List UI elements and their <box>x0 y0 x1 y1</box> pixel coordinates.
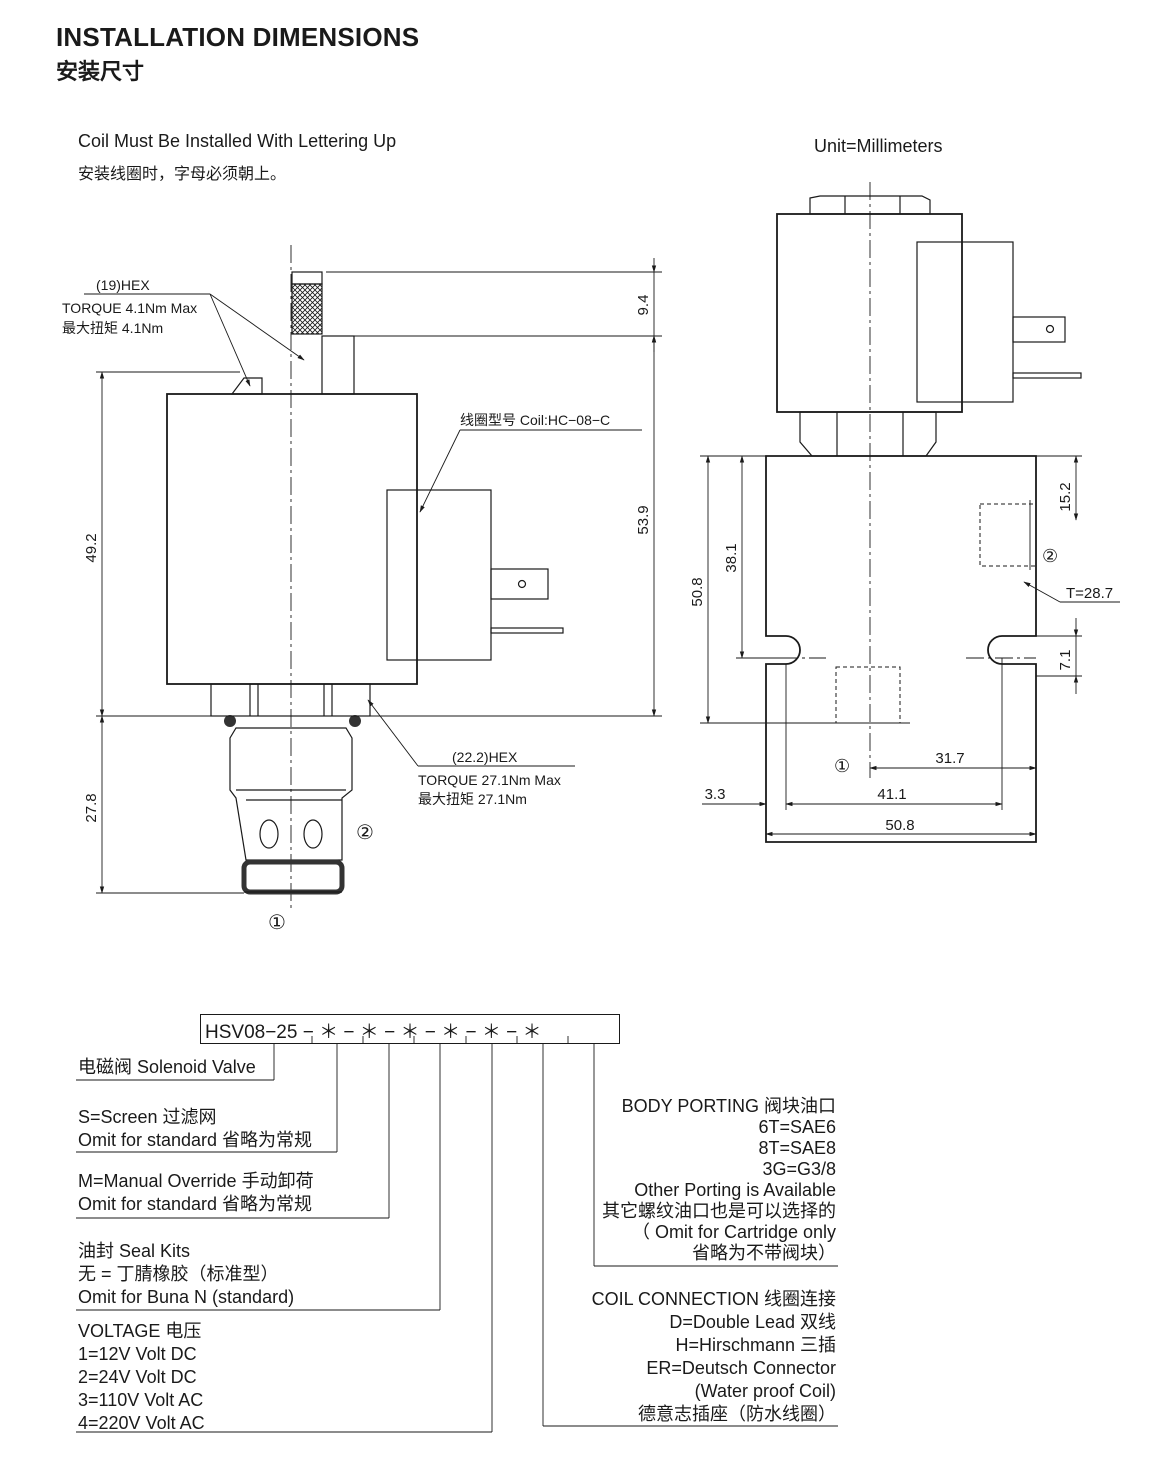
side-port-1: ① <box>268 912 286 934</box>
cartridge-body <box>229 727 353 861</box>
coil-connector <box>386 489 492 661</box>
side-view: 9.4 53.9 49.2 27.8 (19)HEX TORQUE 4.1Nm … <box>62 245 662 934</box>
seal-kits-option: 油封 Seal Kits 无 = 丁腈橡胶（标准型） Omit for Buna… <box>78 1241 295 1307</box>
code-separator: − <box>343 1022 355 1043</box>
valve-body <box>765 455 1037 843</box>
ordering-code: HSV08−25 − ＊ − ＊ − ＊ − ＊ − ＊ − ＊ <box>205 1017 542 1044</box>
front-dim-3-3: 3.3 <box>705 786 726 803</box>
model-prefix: HSV08−25 <box>205 1022 298 1043</box>
lettering-note: Coil Must Be Installed With Lettering Up <box>78 131 397 151</box>
front-dim-50-8-h: 50.8 <box>885 817 914 834</box>
ordering-code-box <box>200 1014 620 1044</box>
o-ring-top-right <box>349 715 361 727</box>
dim-53-9: 53.9 <box>635 505 652 534</box>
code-star-porting: ＊ <box>522 1022 542 1043</box>
hidden-port-1 <box>835 666 901 724</box>
top-hex <box>230 377 263 395</box>
coil-model-label: 线圈型号 Coil:HC−08−C <box>460 412 610 428</box>
o-ring-top-left <box>224 715 236 727</box>
code-star-coil: ＊ <box>481 1022 501 1043</box>
code-star-voltage: ＊ <box>441 1022 461 1043</box>
terminal-hole <box>517 579 527 589</box>
front-terminal-hole <box>1045 324 1055 334</box>
front-port-2: ② <box>1042 546 1058 566</box>
front-bottom-nut <box>799 411 937 457</box>
torque-bottom-en: TORQUE 27.1Nm Max <box>418 772 561 788</box>
port-hole-left <box>259 819 279 849</box>
front-dim-7-1: 7.1 <box>1057 650 1074 671</box>
stem-top <box>291 271 323 285</box>
hex-top-label: (19)HEX <box>96 277 150 293</box>
code-star-seal: ＊ <box>400 1022 420 1043</box>
coil-body <box>166 393 418 685</box>
side-port-2: ② <box>356 822 374 844</box>
dim-27-8: 27.8 <box>83 793 100 822</box>
front-dim-50-8-v: 50.8 <box>689 577 706 606</box>
front-connector <box>916 241 1014 403</box>
hidden-port-2 <box>979 503 1037 567</box>
code-separator: − <box>465 1022 477 1043</box>
connector-blade <box>490 627 564 634</box>
torque-top-en: TORQUE 4.1Nm Max <box>62 300 197 316</box>
dim-49-2: 49.2 <box>83 533 100 562</box>
front-blade <box>1012 372 1082 379</box>
o-ring-bottom <box>241 859 345 895</box>
screen-option: S=Screen 过滤网 Omit for standard 省略为常规 <box>78 1107 313 1150</box>
coil-connection-option: COIL CONNECTION 线圈连接 D=Double Lead 双线 H=… <box>591 1289 836 1424</box>
page-title-cn: 安装尺寸 <box>56 59 145 84</box>
code-star-manual: ＊ <box>359 1022 379 1043</box>
code-separator: − <box>384 1022 396 1043</box>
ordering-leaders <box>76 1036 838 1433</box>
front-dim-38-1: 38.1 <box>723 543 740 572</box>
code-separator: − <box>424 1022 436 1043</box>
port-hole-right <box>303 819 323 849</box>
hex-bottom-label: (22.2)HEX <box>452 749 518 765</box>
body-porting-option: BODY PORTING 阀块油口 6T=SAE6 8T=SAE8 3G=G3/… <box>602 1096 836 1263</box>
manual-override-option: M=Manual Override 手动卸荷 Omit for standard… <box>78 1171 314 1214</box>
knurled-nut <box>291 283 323 335</box>
torque-top-cn: 最大扭矩 4.1Nm <box>62 320 163 336</box>
connector-terminal <box>490 568 549 600</box>
lower-hex <box>210 683 371 717</box>
code-star-screen: ＊ <box>319 1022 339 1043</box>
front-terminal <box>1012 316 1066 343</box>
stem-body <box>321 335 355 395</box>
front-dim-31-7: 31.7 <box>935 750 964 767</box>
page-title: INSTALLATION DIMENSIONS <box>56 22 420 52</box>
thread-label: T=28.7 <box>1066 585 1113 602</box>
front-dim-15-2: 15.2 <box>1057 482 1074 511</box>
front-dim-41-1: 41.1 <box>877 786 906 803</box>
front-port-1: ① <box>834 756 850 776</box>
lettering-note-cn: 安装线圈时，字母必须朝上。 <box>78 166 287 183</box>
front-view: 50.8 38.1 15.2 7.1 T=28.7 31.7 3.3 41.1 … <box>689 182 1120 843</box>
unit-label: Unit=Millimeters <box>814 136 943 156</box>
voltage-option: VOLTAGE 电压 1=12V Volt DC 2=24V Volt DC 3… <box>78 1321 205 1433</box>
torque-bottom-cn: 最大扭矩 27.1Nm <box>418 791 527 807</box>
code-separator: − <box>506 1022 518 1043</box>
code-separator: − <box>302 1022 314 1043</box>
solenoid-valve-label: 电磁阀 Solenoid Valve <box>78 1057 256 1077</box>
dim-9-4: 9.4 <box>635 295 652 316</box>
front-coil <box>776 213 963 413</box>
